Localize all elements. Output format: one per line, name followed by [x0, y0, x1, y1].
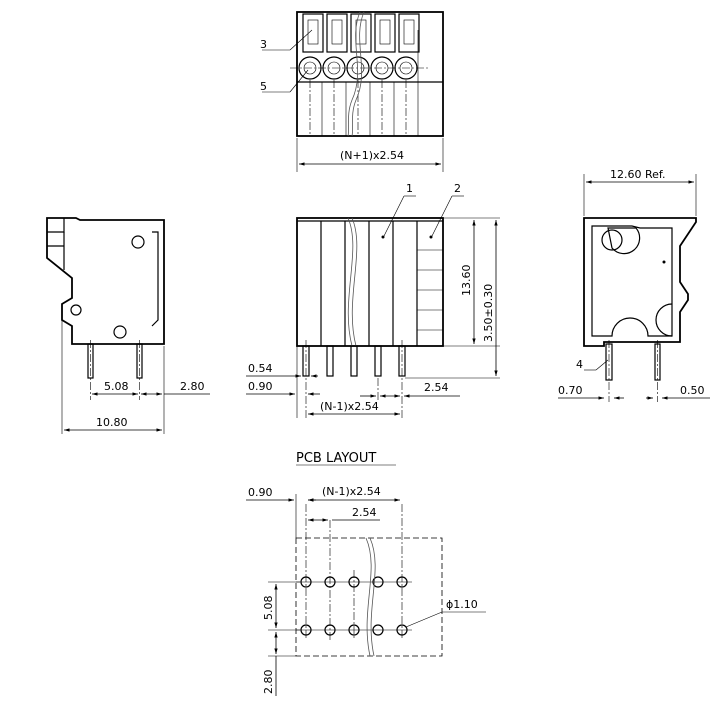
top-width-dimension: (N+1)x2.54: [340, 149, 404, 162]
right-pin-dimension-a: 0.70: [558, 384, 583, 397]
pin-offset-dimension: 0.90: [248, 380, 273, 393]
callout-5: 5: [260, 80, 267, 93]
front-view: 1 2 13.60 3.50±0.30 0.54 0.90 2.54 (N-1)…: [246, 182, 500, 418]
side-pin-spacing: 5.08: [104, 380, 129, 393]
callout-4: 4: [576, 358, 583, 371]
pcb-pitch: 2.54: [352, 506, 377, 519]
pitch-total-dimension: (N-1)x2.54: [320, 400, 379, 413]
pcb-offset-dimension: 0.90: [248, 486, 273, 499]
pcb-layout-title: PCB LAYOUT: [296, 451, 376, 466]
right-side-view: 12.60 Ref. 4 0.70 0.50: [558, 168, 710, 402]
callout-3: 3: [260, 38, 267, 51]
ref-width-dimension: 12.60 Ref.: [610, 168, 665, 181]
pitch-dimension: 2.54: [424, 381, 449, 394]
height-dimension: 13.60: [460, 265, 473, 297]
top-view-slots: [302, 13, 420, 53]
top-view: 3 5 (N+1)x2.54: [260, 11, 444, 172]
pin-width-dimension: 0.54: [248, 362, 273, 375]
pcb-bottom-offset: 2.80: [262, 670, 275, 695]
left-side-view: 5.08 2.80 10.80: [46, 217, 210, 434]
pcb-pitch-total: (N-1)x2.54: [322, 485, 381, 498]
callout-1: 1: [406, 182, 413, 195]
side-offset: 2.80: [180, 380, 205, 393]
pcb-row-spacing: 5.08: [262, 596, 275, 621]
side-length: 10.80: [96, 416, 128, 429]
right-pin-dimension-b: 0.50: [680, 384, 705, 397]
hole-diameter: ϕ1.10: [446, 598, 478, 611]
pin-length-dimension: 3.50±0.30: [482, 284, 495, 342]
callout-2: 2: [454, 182, 461, 195]
pcb-layout: PCB LAYOUT 0.90 (N-1)x2.54: [246, 451, 486, 696]
